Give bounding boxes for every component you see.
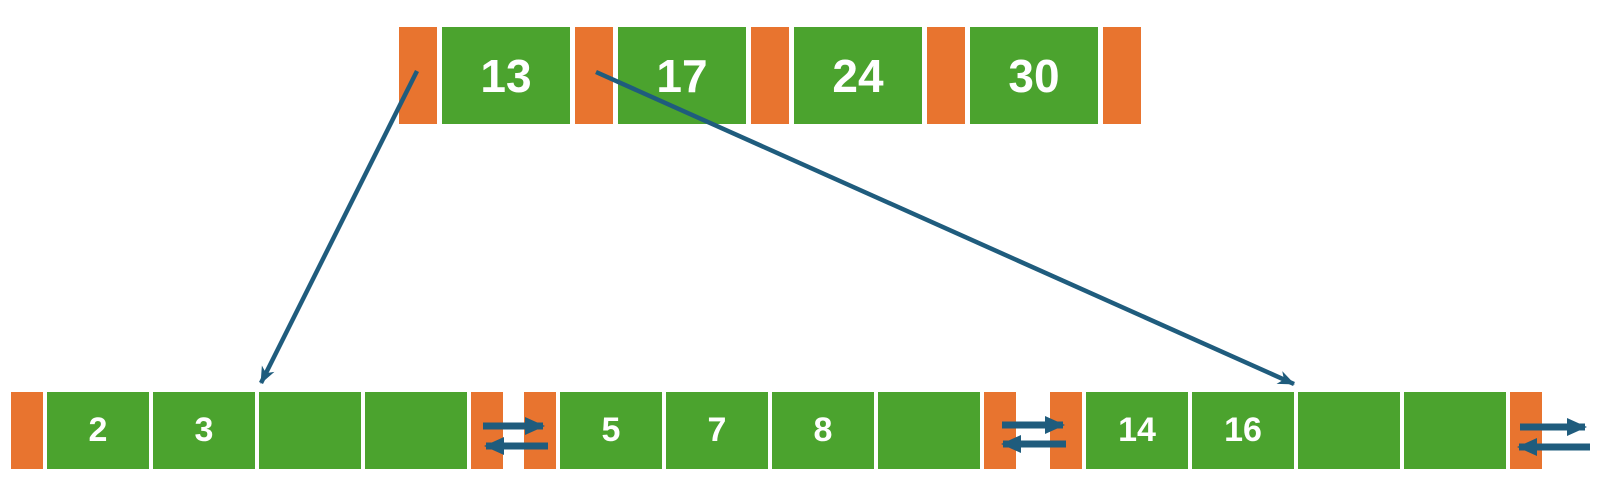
key-cell: 16: [1192, 392, 1294, 469]
key-cell: [1404, 392, 1506, 469]
key-cell: [1298, 392, 1400, 469]
pointer-cell: [11, 392, 43, 469]
key-cell: 7: [666, 392, 768, 469]
key-cell: 30: [970, 27, 1098, 124]
key-cell: 17: [618, 27, 746, 124]
key-cell: 24: [794, 27, 922, 124]
pointer-cell: [1510, 392, 1542, 469]
key-cell: 2: [47, 392, 149, 469]
key-cell: [365, 392, 467, 469]
root-node: 13 17 24 30: [399, 27, 1141, 124]
key-cell: 13: [442, 27, 570, 124]
pointer-cell: [471, 392, 503, 469]
key-cell: [878, 392, 980, 469]
key-cell: 14: [1086, 392, 1188, 469]
pointer-cell: [575, 27, 613, 124]
root-to-leaf1-arrow: [258, 69, 420, 385]
key-cell: [259, 392, 361, 469]
pointer-cell: [927, 27, 965, 124]
pointer-cell: [1050, 392, 1082, 469]
pointer-cell: [1103, 27, 1141, 124]
key-cell: 8: [772, 392, 874, 469]
pointer-cell: [751, 27, 789, 124]
pointer-cell: [399, 27, 437, 124]
pointer-cell: [984, 392, 1016, 469]
key-cell: 5: [560, 392, 662, 469]
pointer-cell: [524, 392, 556, 469]
key-cell: 3: [153, 392, 255, 469]
